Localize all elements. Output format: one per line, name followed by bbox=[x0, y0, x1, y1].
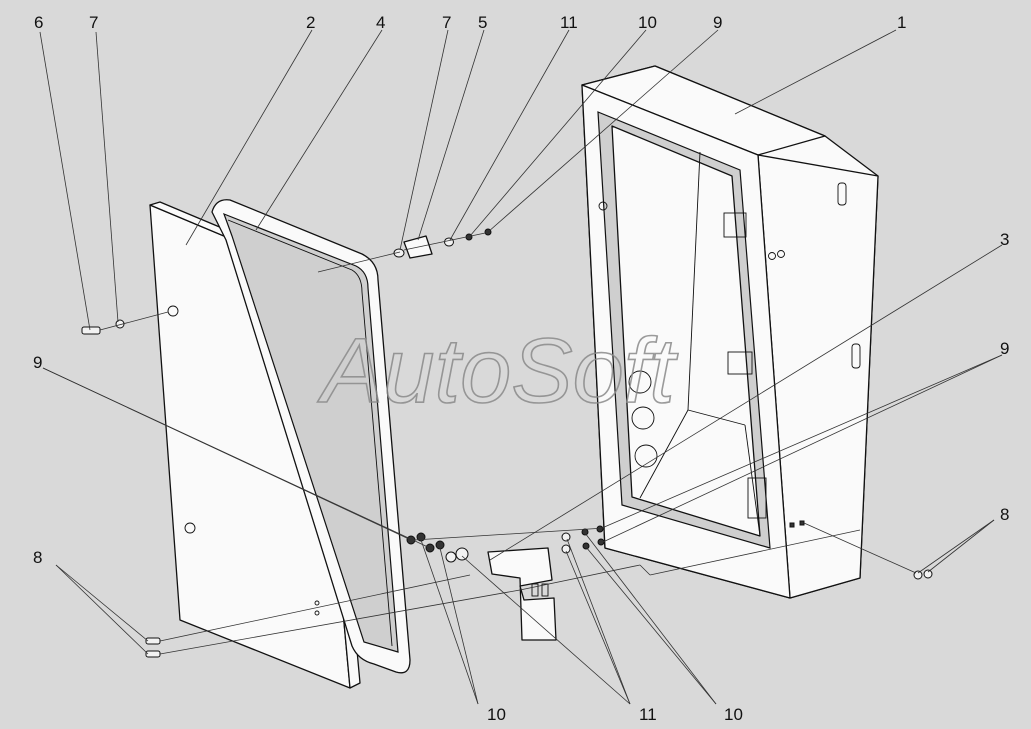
callout-7: 7 bbox=[89, 13, 98, 32]
callout-11: 11 bbox=[639, 705, 657, 724]
bracket-part bbox=[487, 547, 557, 641]
callout-leaders bbox=[39, 29, 1003, 705]
callout-3: 3 bbox=[1000, 230, 1009, 249]
callout-11: 11 bbox=[560, 13, 578, 32]
callout-10: 10 bbox=[724, 705, 743, 724]
callout-7: 7 bbox=[442, 13, 451, 32]
callout-8: 8 bbox=[33, 548, 42, 567]
callout-8: 8 bbox=[1000, 505, 1009, 524]
callout-6: 6 bbox=[34, 13, 43, 32]
callout-2: 2 bbox=[306, 13, 315, 32]
gasket-frame-part-4 bbox=[211, 199, 411, 674]
callout-9: 9 bbox=[713, 13, 722, 32]
assembly-lines bbox=[99, 231, 917, 655]
callout-10: 10 bbox=[487, 705, 506, 724]
callout-4: 4 bbox=[376, 13, 385, 32]
callout-numbers: 6 7 2 4 7 5 11 10 9 1 3 9 9 8 8 10 11 10 bbox=[33, 13, 1009, 724]
callout-1: 1 bbox=[897, 13, 906, 32]
callout-10: 10 bbox=[638, 13, 657, 32]
watermark-text: AutoSoft bbox=[317, 320, 678, 422]
callout-9: 9 bbox=[33, 353, 42, 372]
callout-9: 9 bbox=[1000, 339, 1009, 358]
housing-part-1 bbox=[581, 65, 879, 599]
callout-5: 5 bbox=[478, 13, 487, 32]
